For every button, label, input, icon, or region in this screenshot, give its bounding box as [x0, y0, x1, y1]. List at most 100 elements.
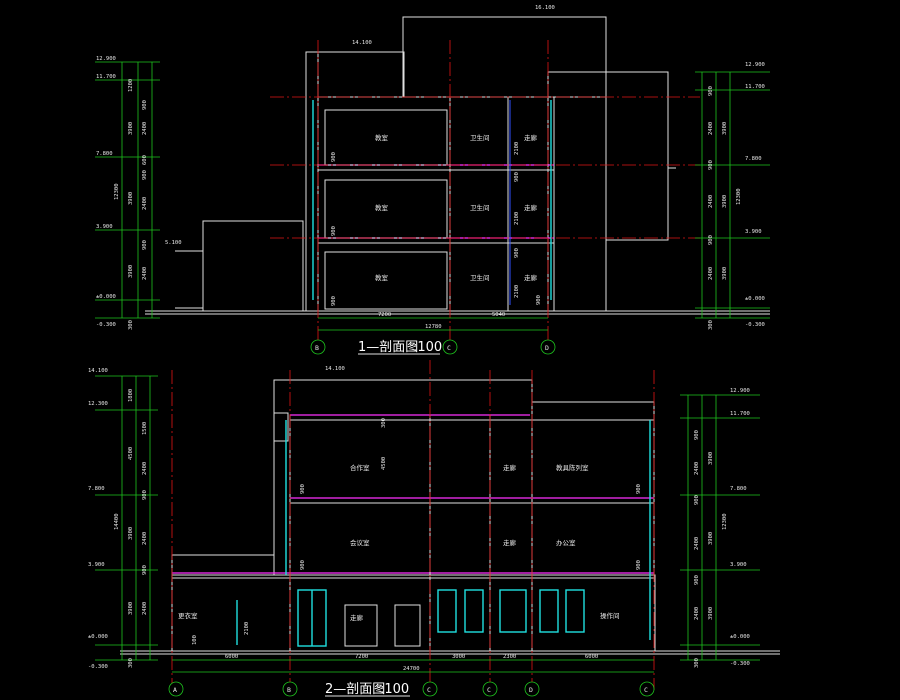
axis-bubble-2-cp — [482, 681, 498, 697]
room2-8: 操作间 — [600, 611, 620, 620]
bdim2-0: 6000 — [225, 654, 238, 660]
room2-7: 办公室 — [556, 538, 576, 547]
room1-8: 走廊 — [524, 273, 538, 282]
axis-bubble-2-a — [168, 681, 184, 697]
section-2-title: 2—剖面图 — [325, 682, 385, 697]
ldim1-9: 900 — [142, 240, 148, 250]
ldim2-8: 900 — [142, 565, 148, 575]
right-dim-column-2 — [680, 394, 760, 661]
ldim1-7: 3900 — [128, 192, 134, 205]
roof-elev-2: 14.100 — [325, 366, 345, 372]
axis-bubble-2-e — [639, 681, 655, 697]
ldim2-7: 2400 — [142, 532, 148, 545]
bdim2-2: 3000 — [452, 654, 465, 660]
bdim2-3: 2300 — [503, 654, 516, 660]
ldim2-10: 3900 — [128, 602, 134, 615]
room2-4: 教具陈列室 — [556, 463, 589, 472]
ldim2-6: 3900 — [128, 527, 134, 540]
left-parapet-wall — [305, 51, 319, 312]
room1-3: 卫生间 — [470, 133, 490, 142]
elev-l2-3: 3.900 — [88, 562, 105, 568]
rdim2-4: 900 — [694, 495, 700, 505]
axis-label-1-d: D — [545, 344, 549, 352]
roof-block-left — [317, 51, 405, 98]
upper-block — [273, 379, 533, 576]
rdim2-10: 300 — [694, 658, 700, 668]
rdim2-1: 900 — [694, 430, 700, 440]
mdim1-6: 900 — [514, 248, 520, 258]
rdim1-11: 300 — [708, 320, 714, 330]
elev-l2-2: 7.800 — [88, 486, 105, 492]
ldim2-1: 1500 — [142, 422, 148, 435]
rdim1-2: 2400 — [708, 122, 714, 135]
mdim2-3: 900 — [636, 484, 642, 494]
section-2: 14.100 12.300 7.800 3.900 ±0.000 -0.300 … — [88, 360, 780, 697]
bdim2-1: 7200 — [355, 654, 368, 660]
floors-frame-1 — [317, 96, 555, 312]
ldim2-14: 300 — [128, 658, 134, 668]
mdim2-0: 300 — [381, 418, 387, 428]
elev-l2-0: 14.100 — [88, 368, 108, 374]
ldim1-16: 300 — [128, 320, 134, 330]
axis-bubble-1-b — [310, 339, 326, 355]
ldim1-5: 900 — [142, 170, 148, 180]
right-dim-column-1 — [695, 71, 770, 319]
room2-1: 走廊 — [350, 613, 364, 622]
section-1-scale: :100 — [413, 340, 442, 355]
roof-elev-1: 14.100 — [352, 40, 372, 46]
ldim1-2: 2400 — [142, 122, 148, 135]
stair-tower — [402, 16, 607, 98]
elev-r2-4: ±0.000 — [730, 634, 750, 640]
ldim1-1: 900 — [142, 100, 148, 110]
axis-bubble-2-c — [422, 681, 438, 697]
parapet-left-2 — [273, 412, 289, 442]
elev-r1-2: 7.800 — [745, 156, 762, 162]
elev-r2-3: 3.900 — [730, 562, 747, 568]
axis-label-2-b: B — [287, 686, 291, 694]
room2-5: 会议室 — [350, 538, 370, 547]
ground-floor-frame — [171, 574, 656, 652]
elev-l2-4: ±0.000 — [88, 634, 108, 640]
mdim2-5: 900 — [636, 560, 642, 570]
mdim2-2: 900 — [300, 484, 306, 494]
mdim1-4: 900 — [514, 172, 520, 182]
ldim1-10: 2400 — [142, 267, 148, 280]
elev-l1-0: 12.900 — [96, 56, 116, 62]
rdim1-8: 900 — [708, 235, 714, 245]
axis-label-2-a: A — [173, 686, 177, 694]
rdim1-9: 2400 — [708, 267, 714, 280]
rdim2-11: 12300 — [722, 513, 728, 530]
left-dim-column-2 — [95, 375, 158, 661]
ldim1-0: 1200 — [128, 79, 134, 92]
classroom-1f — [324, 251, 448, 310]
room2-0: 更衣室 — [178, 611, 198, 620]
elev-l2-1: 12.300 — [88, 401, 108, 407]
axis-label-2-e: C — [644, 686, 648, 694]
elev-r2-5: -0.300 — [730, 661, 750, 667]
mdim1-8: 900 — [536, 295, 542, 305]
rdim2-2: 2400 — [694, 462, 700, 475]
axis-label-2-d: D — [529, 686, 533, 694]
rdim2-5: 2400 — [694, 537, 700, 550]
left-dim-column-1 — [95, 61, 160, 319]
bdim1-2: 12780 — [425, 324, 442, 330]
rdim1-4: 900 — [708, 160, 714, 170]
far-right-block — [605, 71, 669, 241]
mdim1-7: 2100 — [514, 285, 520, 298]
room2-6: 走廊 — [503, 538, 517, 547]
ground-annex-roof — [171, 554, 275, 576]
axis-bubble-2-b — [282, 681, 298, 697]
ldim1-3: 3900 — [128, 122, 134, 135]
elev-r2-1: 11.700 — [730, 411, 750, 417]
bdim2-4: 6000 — [585, 654, 598, 660]
axis-label-1-b: B — [315, 344, 319, 352]
room1-5: 卫生间 — [470, 273, 490, 282]
ldim1-6: 2400 — [142, 197, 148, 210]
mdim1-1: 900 — [331, 226, 337, 236]
rdim1-1: 900 — [708, 86, 714, 96]
mdim1-0: 900 — [331, 152, 337, 162]
ldim2-3: 2400 — [142, 462, 148, 475]
rdim2-6: 3900 — [708, 532, 714, 545]
elev-l2-5: -0.300 — [88, 664, 108, 670]
